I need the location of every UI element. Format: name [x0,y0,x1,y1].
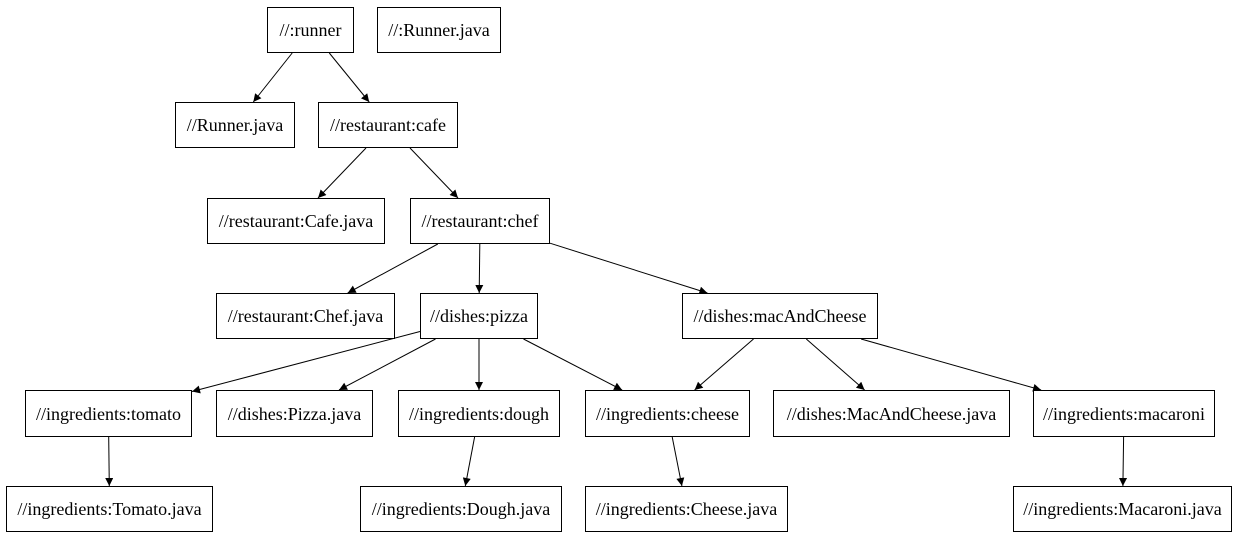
graph-node-cheese_java: //ingredients:Cheese.java [585,486,788,532]
graph-node-dough_java: //ingredients:Dough.java [360,486,562,532]
graph-node-pizza: //dishes:pizza [420,293,538,339]
edge-cafe-to-cafe_java [317,147,367,199]
graph-node-chef: //restaurant:chef [410,198,550,244]
edge-macaroni-to-macaroni_java [1119,436,1128,487]
graph-node-tomato: //ingredients:tomato [25,390,192,437]
graph-node-dough: //ingredients:dough [398,390,560,437]
edge-dough-to-dough_java [462,436,476,487]
graph-node-cafe_java: //restaurant:Cafe.java [207,198,385,244]
graph-node-runner_java: //Runner.java [175,102,295,148]
graph-node-chef_java: //restaurant:Chef.java [216,293,395,339]
edge-pizza-to-tomato [191,331,421,394]
edge-pizza-to-pizza_java [338,338,436,391]
graph-node-macaroni: //ingredients:macaroni [1033,390,1215,437]
graph-node-macaroni_java: //ingredients:Macaroni.java [1013,486,1232,532]
edge-pizza-to-cheese [523,338,623,391]
edge-chef-to-chef_java [347,243,439,294]
graph-node-tomato_java: //ingredients:Tomato.java [6,486,213,532]
edge-chef-to-pizza [475,243,484,294]
edge-mac_and_cheese-to-cheese [694,338,754,391]
graph-node-cafe: //restaurant:cafe [318,102,458,148]
edge-runner-to-runner_java [252,52,293,103]
graph-node-runner: //:runner [267,7,354,53]
graph-node-pizza_java: //dishes:Pizza.java [216,390,373,437]
edge-tomato-to-tomato_java [105,436,114,487]
graph-node-mac_and_cheese_java: //dishes:MacAndCheese.java [773,390,1010,437]
edge-chef-to-mac_and_cheese [549,242,708,295]
graph-node-runner_java_root: //:Runner.java [377,7,501,53]
graph-node-cheese: //ingredients:cheese [585,390,750,437]
edge-mac_and_cheese-to-macaroni [860,338,1042,392]
edge-mac_and_cheese-to-mac_and_cheese_java [805,338,865,391]
edge-cheese-to-cheese_java [671,436,685,487]
edge-runner-to-cafe [328,52,370,103]
graph-node-mac_and_cheese: //dishes:macAndCheese [682,293,878,339]
edge-cafe-to-chef [409,147,459,199]
